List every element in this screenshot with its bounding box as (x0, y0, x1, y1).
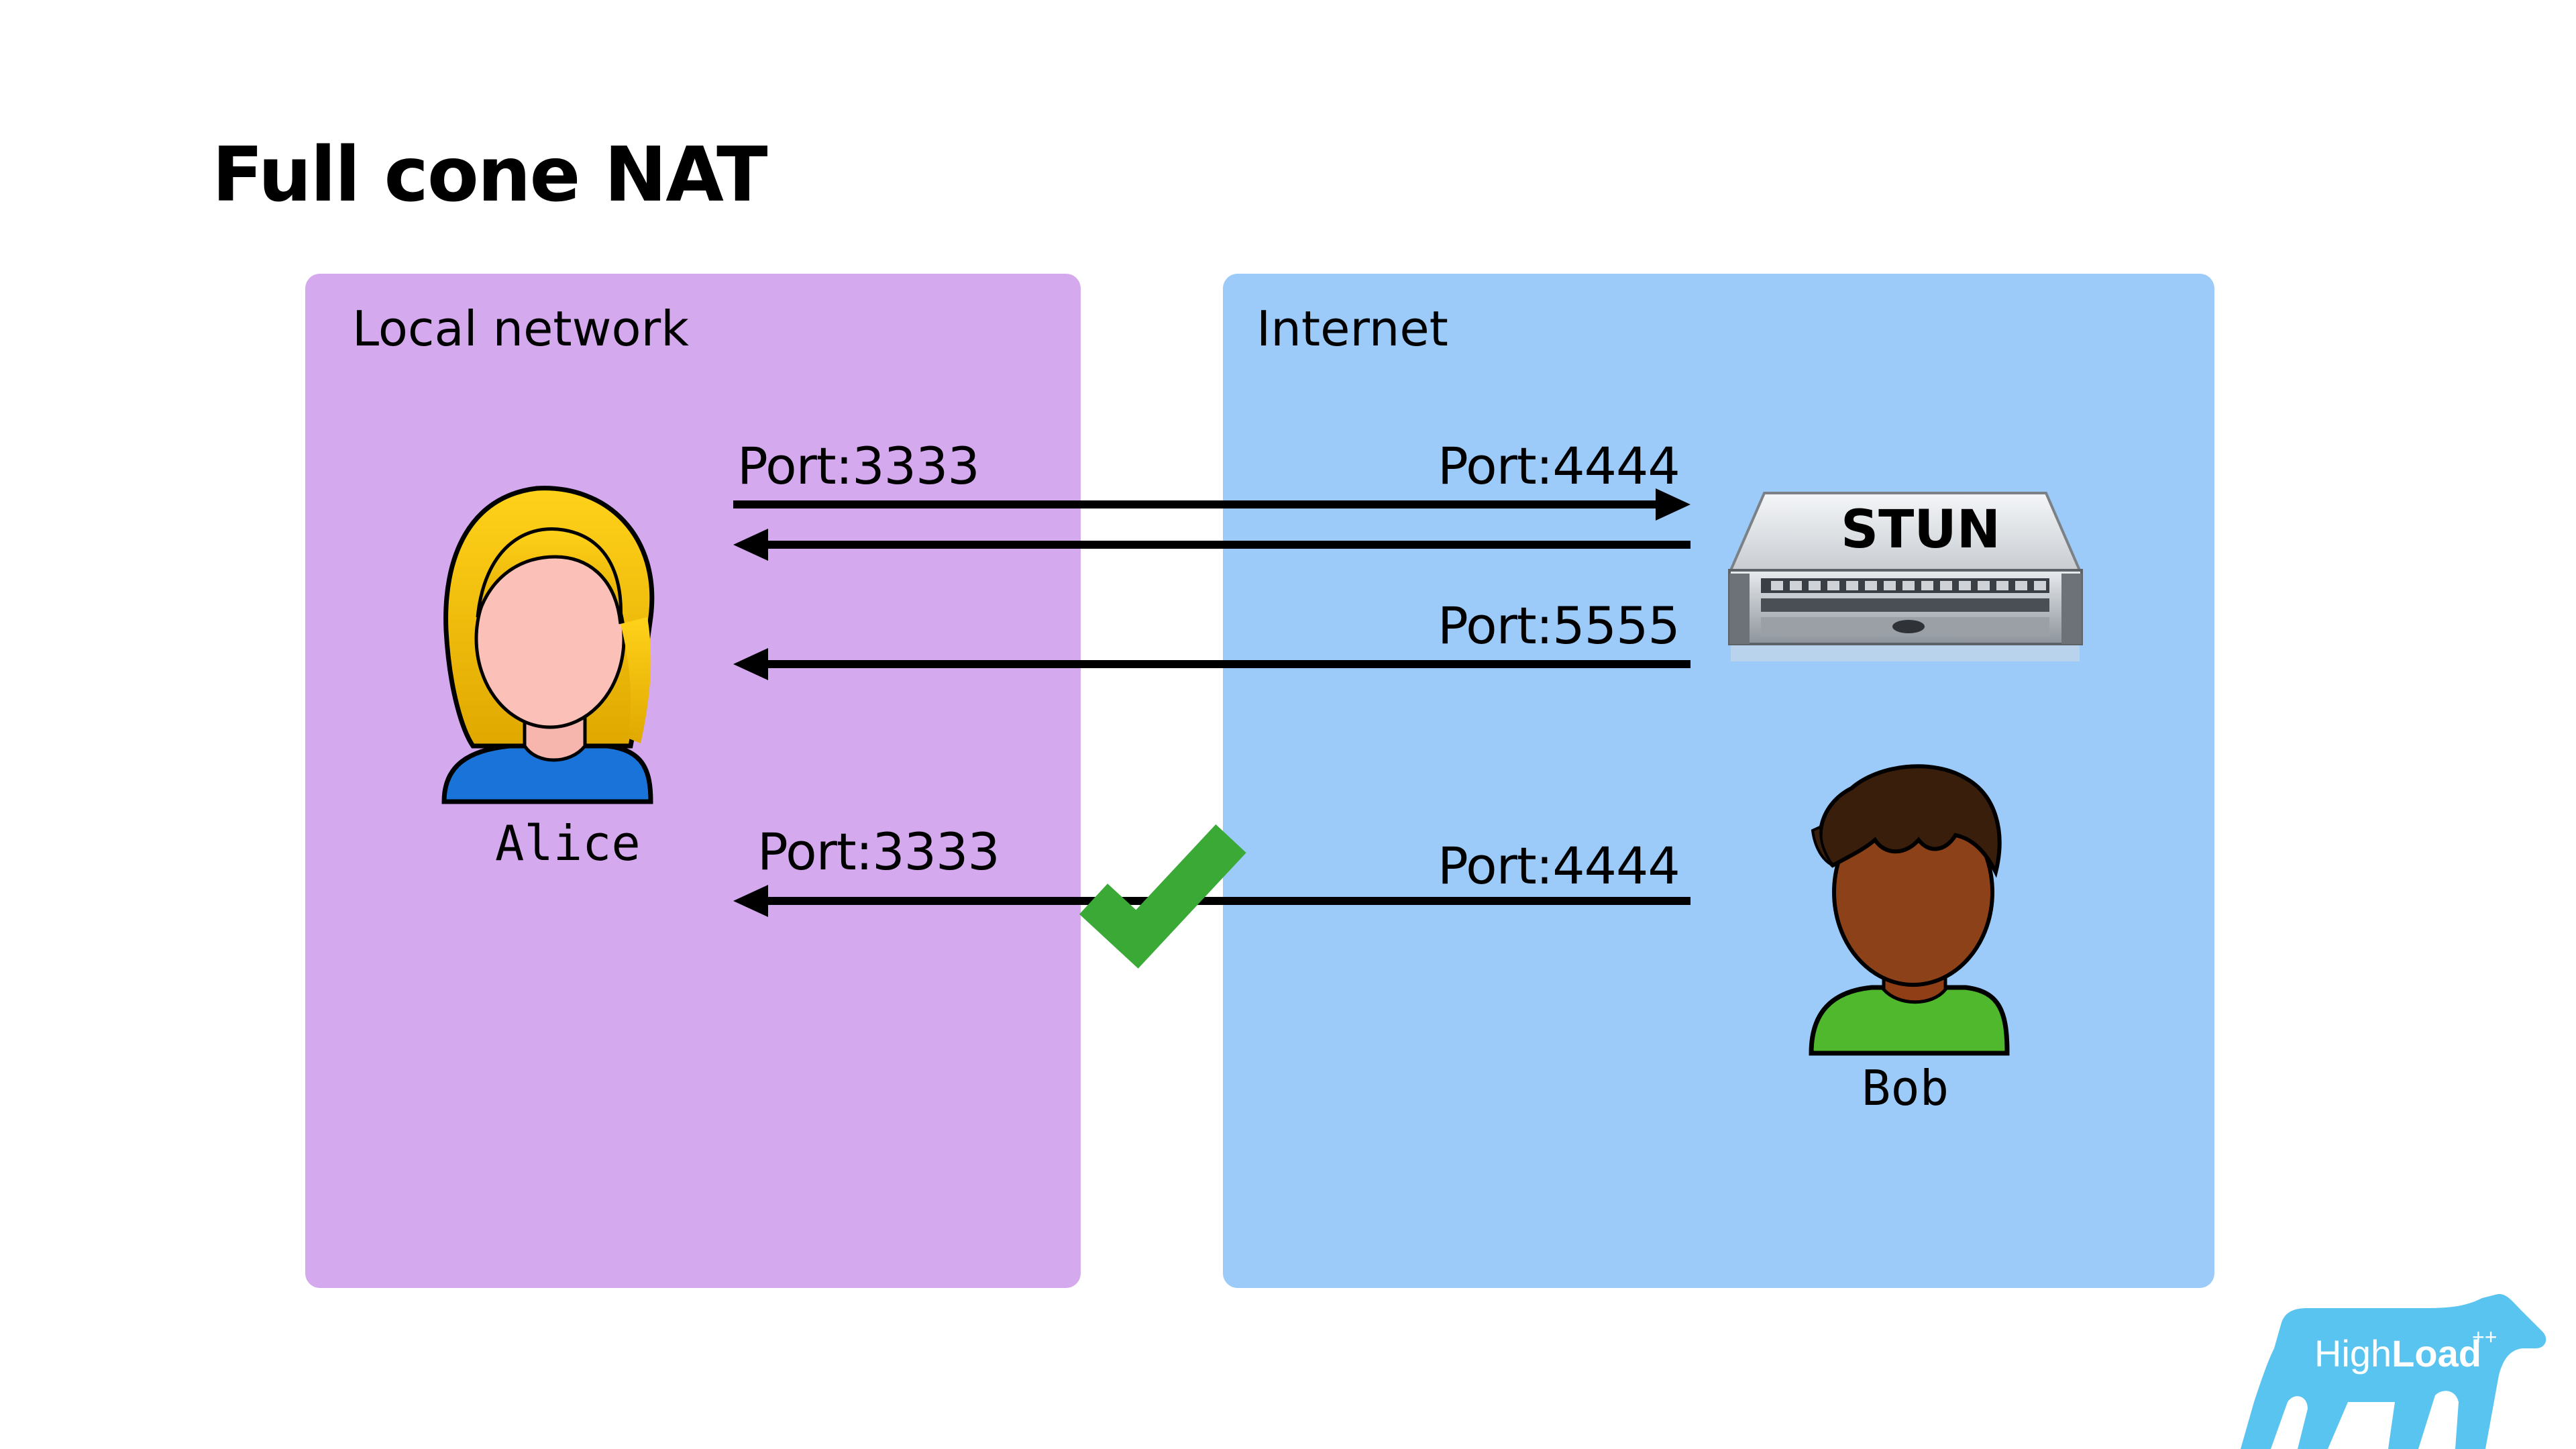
local-network-label: Local network (352, 301, 689, 357)
port-label-stun-in: Port:4444 (1438, 436, 1680, 496)
male-user-icon (1809, 764, 2010, 1056)
internet-region (1223, 274, 2214, 1288)
rack-server-icon (1728, 492, 2083, 661)
logo-text: HighLoad (2314, 1332, 2481, 1375)
arrow-stun-to-alice (733, 529, 1690, 561)
arrow-stun-alt-to-alice (733, 648, 1690, 680)
logo-text-light: High (2314, 1332, 2392, 1375)
bob-name: Bob (1862, 1060, 1949, 1116)
logo-sup: ++ (2472, 1325, 2498, 1349)
port-label-alice-nat: Port:3333 (757, 822, 1000, 881)
port-label-bob: Port:4444 (1438, 836, 1680, 896)
highload-logo (2241, 1294, 2546, 1449)
logo-text-bold: Load (2392, 1332, 2481, 1375)
internet-label: Internet (1256, 301, 1448, 357)
stun-label: STUN (1841, 500, 2000, 560)
slide-title: Full cone NAT (212, 131, 768, 219)
local-network-region (305, 274, 1081, 1288)
alice-name: Alice (495, 815, 641, 871)
arrow-bob-to-alice (733, 885, 1690, 917)
port-label-alice-stun: Port:3333 (737, 436, 980, 496)
female-user-icon (441, 486, 655, 804)
check-icon (1079, 824, 1246, 969)
port-label-stun-alt: Port:5555 (1438, 596, 1680, 655)
arrow-alice-to-stun (733, 488, 1690, 521)
